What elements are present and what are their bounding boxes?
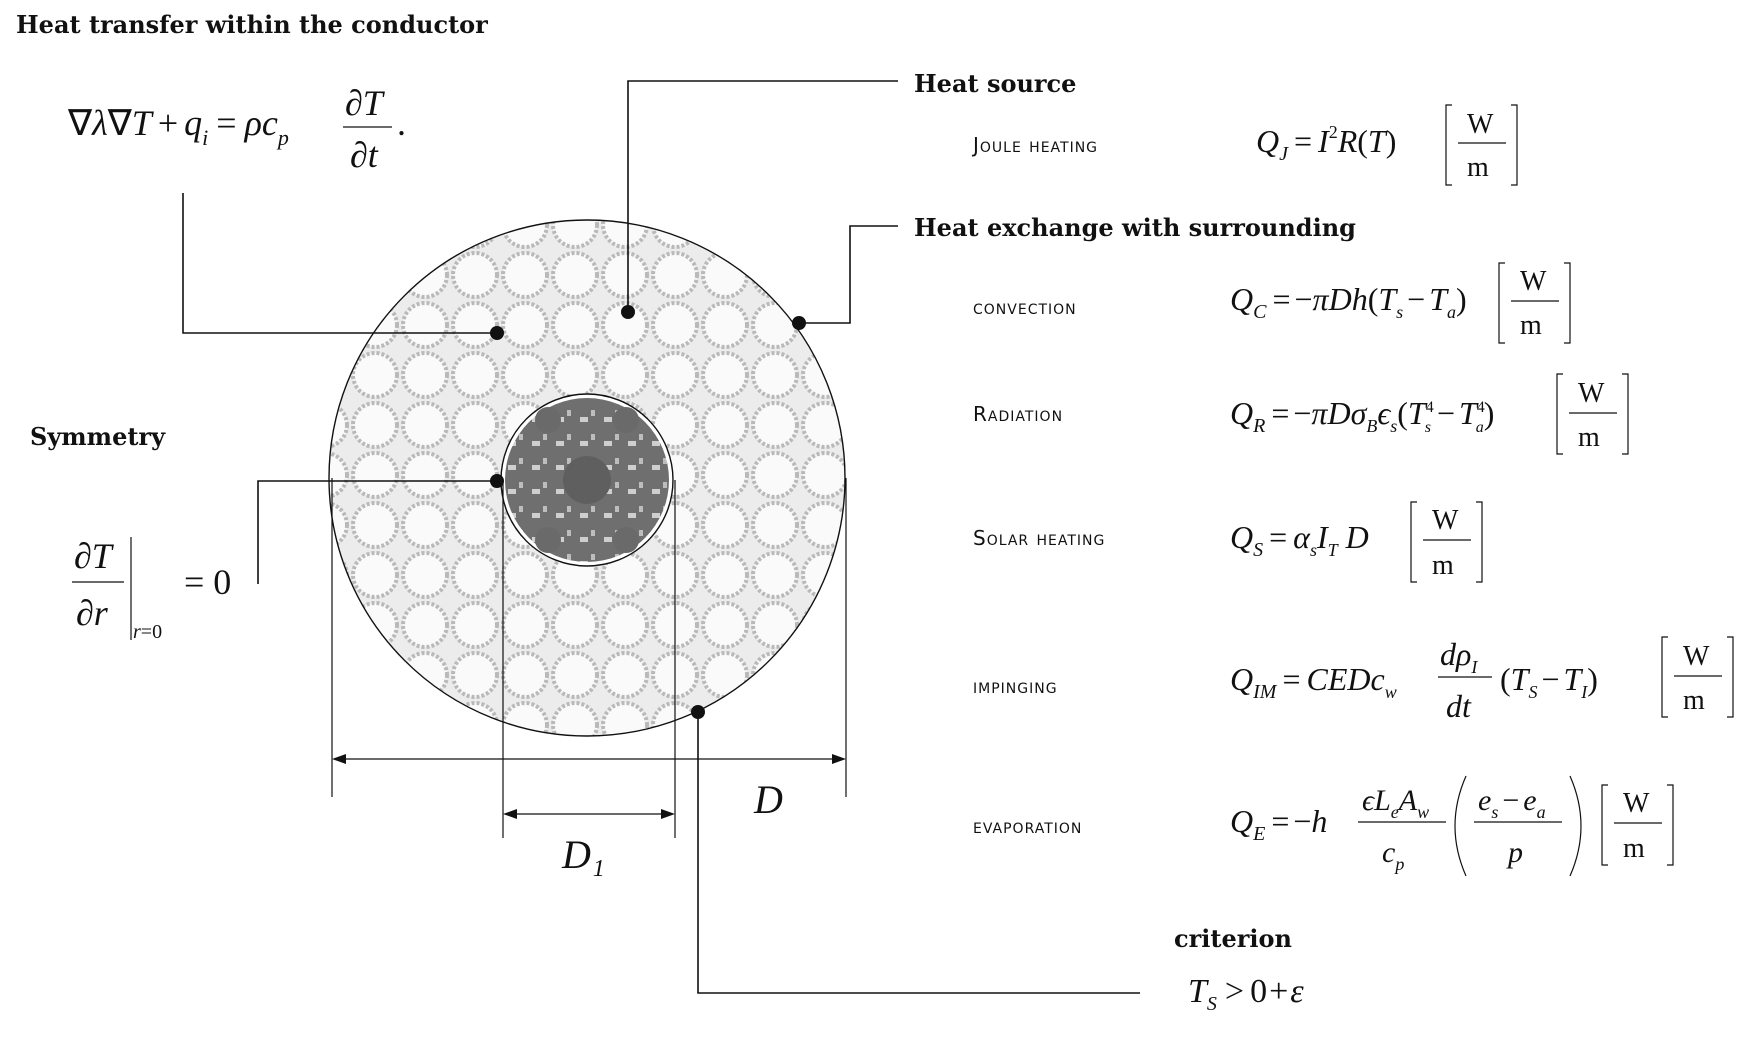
heat-source-dot [621,305,635,319]
svg-text:QC=−πDh(Ts−Ta): QC=−πDh(Ts−Ta) [1230,281,1467,323]
symmetry-dot [490,474,504,488]
heat-equation-dot [490,326,504,340]
radiation-unit: W m [1556,373,1629,455]
convection-label: convection [973,295,1077,319]
svg-text:∂T: ∂T [74,536,115,576]
svg-text:∂T: ∂T [345,83,386,123]
inner-diameter-label: D₁ [561,832,605,877]
svg-text:∂r: ∂r [76,593,109,633]
svg-text:W: W [1520,266,1547,297]
svg-text:∂t: ∂t [350,135,379,175]
diagram-title: Heat transfer within the conductor [16,10,488,39]
evaporation-formula: QE=−h ϵLeAw cp es−ea p [1230,775,1582,877]
solar-heating-label: Solar heating [973,526,1105,550]
convection-unit: W m [1498,262,1571,344]
heat-equation-leader [182,193,497,334]
svg-text:m: m [1578,422,1600,453]
inner-diameter-dimension: D₁ [502,480,676,877]
criterion-dot [691,705,705,719]
evaporation-unit: W m [1601,784,1674,866]
heat-source-leader [627,80,898,312]
criterion-leader [697,712,1140,994]
svg-text:m: m [1520,310,1542,341]
svg-text:QR=−πDσBϵs(T4s−T4a): QR=−πDσBϵs(T4s−T4a) [1230,395,1494,437]
heat-source-heading: Heat source [914,69,1076,98]
svg-text:m: m [1683,685,1705,716]
heat-equation: ∇λ∇T+qi=ρcp ∂T ∂t . [67,83,406,175]
svg-text:m: m [1467,152,1489,183]
svg-text:dt: dt [1446,688,1472,724]
joule-heating-label: Joule heating [971,133,1098,157]
symmetry-condition: ∂T ∂r r=0 = 0 [72,536,231,643]
heat-exchange-dot [792,316,806,330]
svg-text:TS>0+ε: TS>0+ε [1188,973,1304,1015]
svg-text:cp: cp [1382,836,1404,874]
svg-text:m: m [1432,550,1454,581]
svg-text:W: W [1683,641,1710,672]
svg-text:(TS−TI): (TS−TI) [1500,661,1598,702]
svg-text:W: W [1623,788,1650,819]
svg-text:r=0: r=0 [133,621,162,643]
svg-text:QIM=CEDcw: QIM=CEDcw [1230,661,1397,703]
svg-text:= 0: = 0 [184,562,231,602]
outer-diameter-dimension: D [331,478,847,822]
heat-exchange-leader [799,225,898,324]
joule-heating-unit: W m [1445,104,1518,186]
svg-text:W: W [1432,505,1459,536]
svg-text:m: m [1623,833,1645,864]
svg-text:ϵLeAw: ϵLeAw [1362,784,1429,822]
radiation-label: Radiation [973,402,1063,426]
heat-exchange-heading: Heat exchange with surrounding [914,213,1356,242]
svg-text:W: W [1578,378,1605,409]
svg-text:p: p [1506,836,1523,869]
criterion-heading: criterion [1174,924,1292,953]
criterion-formula: TS>0+ε [1188,973,1304,1015]
svg-text:QE=−h: QE=−h [1230,803,1327,845]
joule-heating-formula: QJ=I2R(T) [1256,122,1396,165]
impinging-label: impinging [973,674,1058,698]
svg-text:W: W [1467,109,1494,140]
impinging-unit: W m [1661,636,1734,718]
evaporation-label: evaporation [973,814,1082,838]
symmetry-leader [257,480,497,584]
impinging-formula: QIM=CEDcw dρI dt (TS−TI) [1230,636,1598,724]
symmetry-heading: Symmetry [30,422,166,451]
svg-text:QJ=I2R(T): QJ=I2R(T) [1256,122,1396,165]
conductor-steel-core [500,393,674,567]
svg-text:dρI: dρI [1440,636,1478,677]
svg-text:∇λ∇T+qi=ρcp: ∇λ∇T+qi=ρcp [67,103,289,150]
svg-text:.: . [397,103,406,143]
svg-text:es−ea: es−ea [1478,784,1546,822]
convection-formula: QC=−πDh(Ts−Ta) [1230,281,1467,323]
outer-diameter-label: D [753,777,783,822]
solar-heating-unit: W m [1410,501,1483,583]
